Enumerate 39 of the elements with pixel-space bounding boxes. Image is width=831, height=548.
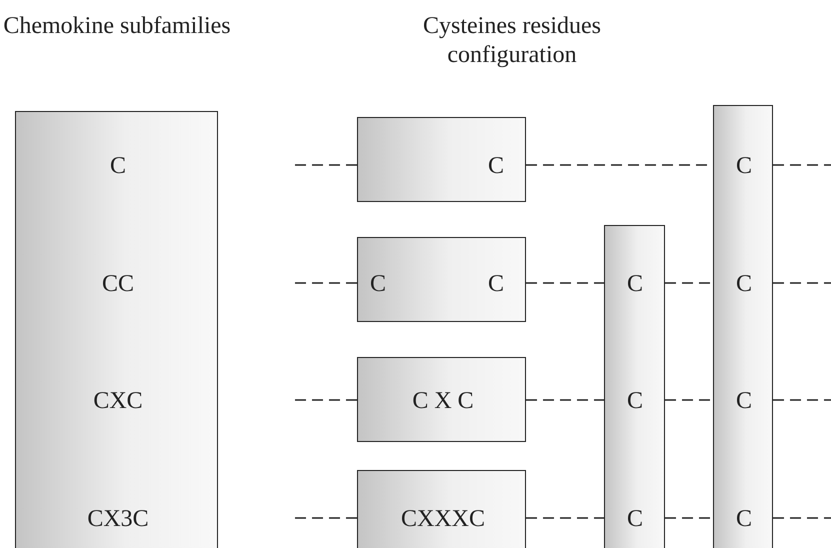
cysteine-box: [357, 237, 526, 322]
cysteine-box: [357, 470, 526, 548]
dashed-line: [295, 164, 357, 166]
dashed-line: [773, 399, 831, 401]
subfamily-label: CX3C: [87, 505, 149, 533]
subfamily-label: CXC: [93, 387, 143, 415]
dashed-line: [295, 282, 357, 284]
subfamily-label: C: [110, 152, 126, 180]
dashed-line: [295, 517, 357, 519]
cysteine-label: C: [736, 152, 752, 180]
column-heading: Cysteines residues configuration: [422, 12, 602, 70]
dashed-line: [665, 282, 713, 284]
dashed-line: [526, 399, 604, 401]
cysteine-label: C: [370, 270, 386, 298]
subfamily-panel: [15, 111, 218, 548]
dashed-line: [526, 282, 604, 284]
cysteine-label: CXXXC: [401, 505, 485, 533]
cysteine-label: C: [627, 387, 643, 415]
cysteine-label: C X C: [412, 387, 474, 415]
dashed-line: [526, 517, 604, 519]
cysteine-label: C: [736, 270, 752, 298]
dashed-line: [665, 399, 713, 401]
cysteine-label: C: [627, 505, 643, 533]
dashed-line: [773, 517, 831, 519]
cysteine-label: C: [627, 270, 643, 298]
cysteine-box: [357, 117, 526, 202]
cysteine-label: C: [736, 387, 752, 415]
dashed-line: [773, 164, 831, 166]
cysteine-bar: [604, 225, 665, 548]
cysteine-label: C: [736, 505, 752, 533]
subfamily-label: CC: [102, 270, 134, 298]
cysteine-label: C: [488, 152, 504, 180]
dashed-line: [665, 517, 713, 519]
cysteine-label: C: [488, 270, 504, 298]
column-heading: Chemokine subfamilies: [2, 12, 232, 41]
cysteine-bar: [713, 105, 773, 548]
dashed-line: [295, 399, 357, 401]
cysteine-box: [357, 357, 526, 442]
dashed-line: [773, 282, 831, 284]
